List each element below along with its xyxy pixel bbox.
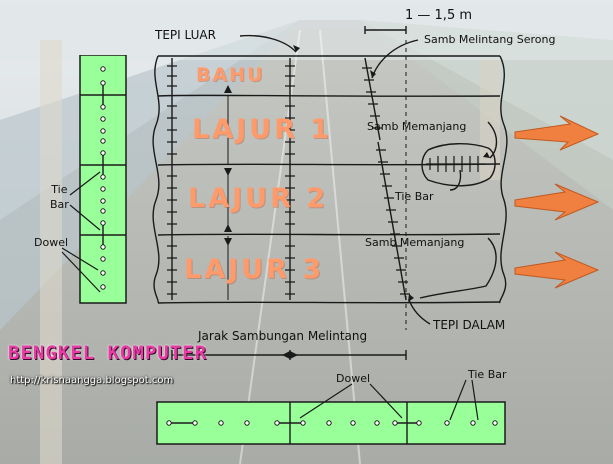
- left-slab-detail: [79, 55, 127, 304]
- dowel-left-label: Dowel: [34, 236, 69, 249]
- longitudinal-joint-label-2: Samb Memanjang: [365, 236, 465, 249]
- inner-edge-line: [157, 301, 501, 304]
- width-range-label: 1 — 1,5 m: [405, 8, 473, 23]
- skew-transverse-joint-label: Samb Melintang Serong: [424, 33, 556, 46]
- shoulder-joint-line: [157, 94, 501, 97]
- tie-bar-mid-label: Tie Bar: [395, 190, 434, 203]
- direction-arrows: [514, 115, 600, 289]
- outer-edge-label: TEPI LUAR: [155, 28, 216, 42]
- longitudinal-joint-2-line: [157, 233, 501, 236]
- lane-1-label: LAJUR 1: [192, 114, 333, 145]
- bottom-slab-detail: [156, 401, 506, 445]
- transverse-joint-spacing-label: Jarak Sambungan Melintang: [198, 329, 368, 343]
- dowel-bottom-label: Dowel: [336, 372, 371, 385]
- inner-edge-label: TEPI DALAM: [433, 318, 506, 332]
- tie-bar-bottom-label: Tie Bar: [468, 368, 507, 381]
- lane-3-label: LAJUR 3: [184, 254, 325, 285]
- watermark-url: http://krisnaangga.blogspot.com: [10, 375, 174, 386]
- lane-2-label: LAJUR 2: [188, 183, 329, 214]
- lane-shoulder-label: BAHU: [196, 64, 265, 86]
- longitudinal-joint-label-1: Samb Memanjang: [367, 120, 467, 133]
- watermark-brand: BENGKEL KOMPUTER: [8, 342, 208, 364]
- tie-bar-left-label: Tie Bar: [50, 183, 69, 211]
- dowel-ticks: [167, 65, 486, 295]
